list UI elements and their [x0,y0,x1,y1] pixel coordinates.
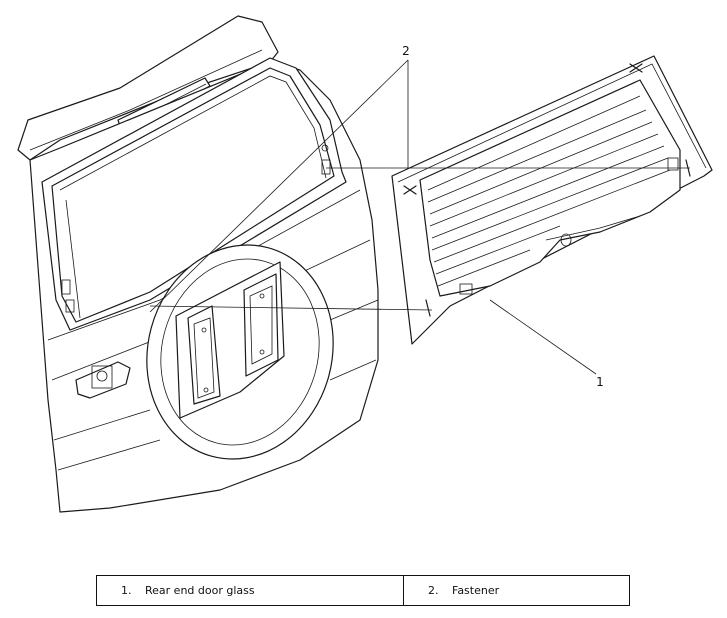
legend-item-2: 2. Fastener [403,575,630,606]
alignment-lines [149,167,690,311]
door-handle [75,361,131,399]
exploded-view-diagram: 2 1 [17,15,713,513]
callout-2: 2 [149,44,410,313]
legend-number: 1. [121,584,132,597]
window-opening [51,67,335,323]
legend-number: 2. [428,584,439,597]
callout-1: 1 [489,299,604,389]
legend-item-1: 1. Rear end door glass [96,575,404,606]
rear-end-door-glass [391,55,713,345]
rear-door [17,15,379,513]
door-spoiler [17,15,279,161]
legend-row: 1. Rear end door glass 2. Fastener [96,575,630,606]
legend-text: Rear end door glass [145,584,255,597]
legend-table: 1. Rear end door glass 2. Fastener [96,575,630,606]
callout-1-label: 1 [596,375,604,389]
callout-2-label: 2 [402,44,410,58]
legend-text: Fastener [452,584,500,597]
